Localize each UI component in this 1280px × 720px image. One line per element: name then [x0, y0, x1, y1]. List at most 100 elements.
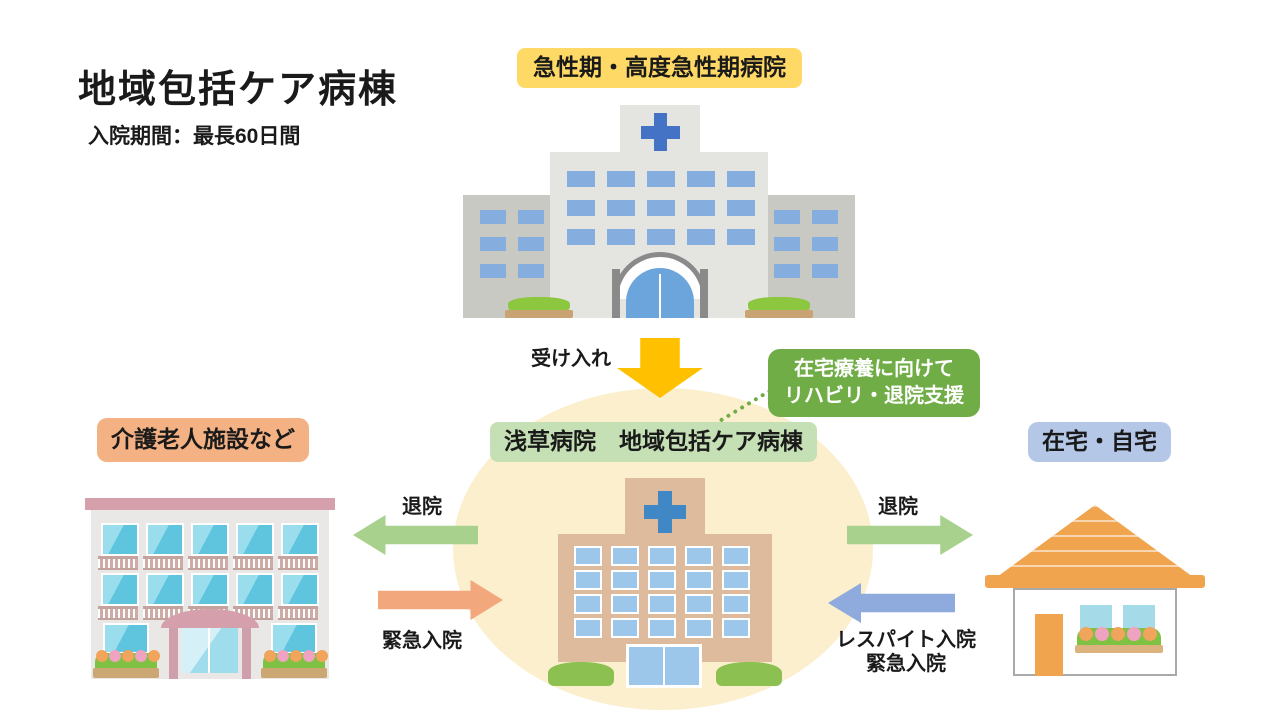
- window-pane: [722, 618, 750, 638]
- window-grid: [480, 210, 544, 278]
- window-pane: [567, 171, 595, 187]
- window-pane: [611, 570, 639, 590]
- node-label-home: 在宅・自宅: [1028, 422, 1171, 462]
- bush: [548, 662, 614, 686]
- flower: [1079, 627, 1093, 641]
- planter: [261, 668, 327, 678]
- balcony: [278, 556, 318, 570]
- window-pane: [236, 573, 274, 606]
- bush: [716, 662, 782, 686]
- entrance-pillar: [242, 627, 251, 679]
- window-pane: [648, 618, 676, 638]
- flowers: [1079, 627, 1157, 641]
- window-pane: [774, 237, 800, 251]
- flower: [109, 650, 121, 662]
- balcony: [98, 606, 138, 620]
- window-pane: [687, 229, 715, 245]
- callout-line: リハビリ・退院支援: [784, 385, 964, 407]
- bush: [508, 297, 570, 312]
- acute-hospital-illustration: [463, 105, 855, 318]
- window-pane: [191, 573, 229, 606]
- window-pane: [480, 237, 506, 251]
- window-pane: [687, 171, 715, 187]
- window-grid: [574, 546, 750, 638]
- window-pane: [611, 594, 639, 614]
- flower: [148, 650, 160, 662]
- window-pane: [648, 594, 676, 614]
- flower: [264, 650, 276, 662]
- balcony: [278, 606, 318, 620]
- window-pane: [101, 523, 139, 556]
- window-pane: [727, 200, 755, 216]
- balcony-row: [98, 556, 318, 570]
- window-pane: [647, 229, 675, 245]
- node-label-care-ward: 浅草病院 地域包括ケア病棟: [490, 422, 817, 462]
- flower: [96, 650, 108, 662]
- window-pane: [574, 618, 602, 638]
- respite-admission-label-line: レスパイト入院: [836, 629, 976, 651]
- window-grid: [567, 171, 755, 245]
- flower: [1127, 627, 1141, 641]
- window-pane: [722, 546, 750, 566]
- entrance-door: [182, 628, 238, 673]
- medical-cross-icon: [644, 505, 686, 519]
- window-pane: [647, 171, 675, 187]
- window-pane: [647, 200, 675, 216]
- flower-box: [1075, 625, 1163, 653]
- window-pane: [574, 546, 602, 566]
- nursing-facility-illustration: [85, 490, 335, 690]
- flower-box: [261, 650, 328, 678]
- window-pane: [611, 546, 639, 566]
- balcony: [188, 556, 228, 570]
- window-pane: [567, 200, 595, 216]
- discharge-to-facility-label: 退院: [402, 496, 442, 518]
- window-pane: [727, 229, 755, 245]
- roof: [997, 505, 1193, 577]
- entrance-door: [1035, 614, 1063, 676]
- window-pane: [518, 237, 544, 251]
- admission-period-note: 入院期間：最長60日間: [88, 125, 301, 148]
- flower: [135, 650, 147, 662]
- flowers: [264, 650, 328, 662]
- roofline: [85, 498, 335, 510]
- emergency-admission-label: 緊急入院: [382, 630, 462, 652]
- window-pane: [236, 523, 274, 556]
- window-pane: [685, 594, 713, 614]
- care-ward-hospital-illustration: [548, 478, 782, 688]
- bush: [748, 297, 810, 312]
- window-pane: [812, 237, 838, 251]
- window-pane: [574, 570, 602, 590]
- window-pane: [567, 229, 595, 245]
- window-pane: [611, 618, 639, 638]
- page-title: 地域包括ケア病棟: [78, 69, 399, 111]
- flower: [1143, 627, 1157, 641]
- flower: [122, 650, 134, 662]
- window-pane: [607, 171, 635, 187]
- window-grid: [774, 210, 838, 278]
- window-pane: [518, 264, 544, 278]
- window-pane: [685, 618, 713, 638]
- window-pane: [774, 210, 800, 224]
- home-illustration: [985, 503, 1205, 678]
- window-pane: [271, 623, 317, 654]
- entrance-pillar: [169, 627, 178, 679]
- node-label-acute-hospital: 急性期・高度急性期病院: [517, 48, 802, 88]
- callout-line: 在宅療養に向けて: [794, 358, 954, 380]
- window-pane: [281, 573, 319, 606]
- window-pane: [687, 200, 715, 216]
- window-pane: [146, 573, 184, 606]
- window-pane: [727, 171, 755, 187]
- discharge-to-home-label: 退院: [878, 496, 918, 518]
- window-pane: [574, 594, 602, 614]
- entrance-pillar: [612, 269, 620, 318]
- window-pane: [518, 210, 544, 224]
- flower: [303, 650, 315, 662]
- flower-box: [93, 650, 160, 678]
- planter: [93, 668, 159, 678]
- window-pane: [281, 523, 319, 556]
- flower: [290, 650, 302, 662]
- entrance-door: [626, 268, 694, 318]
- flower: [1111, 627, 1125, 641]
- balcony: [143, 556, 183, 570]
